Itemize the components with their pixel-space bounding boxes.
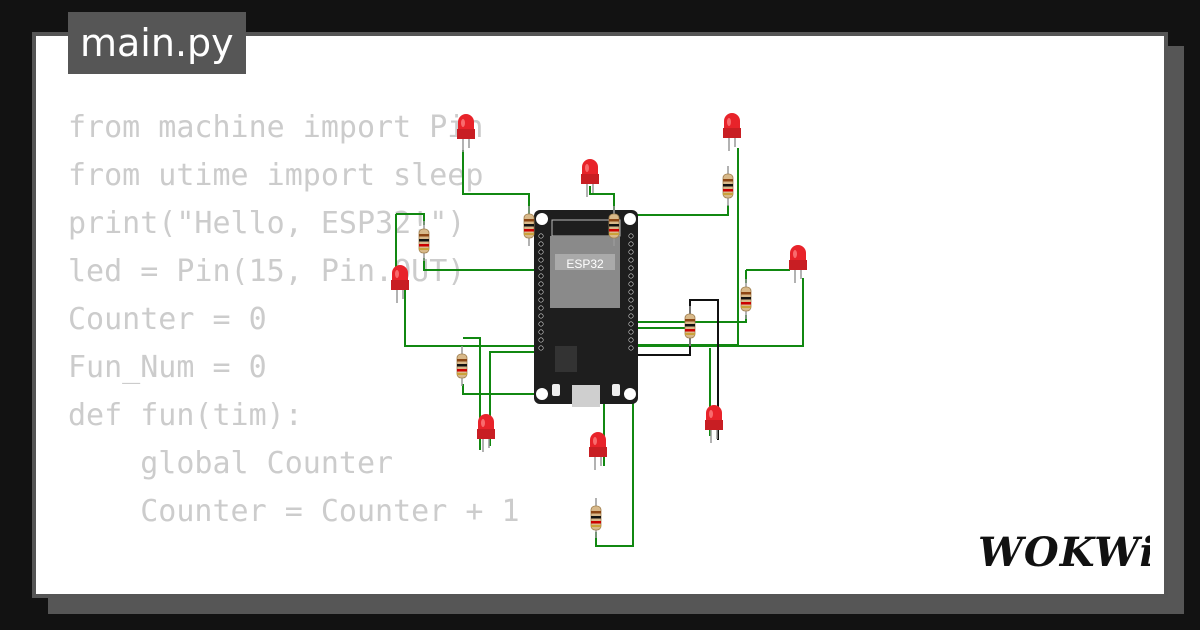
wire (463, 337, 481, 450)
resistor (590, 497, 602, 539)
logo-text: WOKWi (978, 529, 1150, 576)
wire (396, 213, 425, 225)
code-line: from machine import Pin (68, 110, 484, 145)
wires-black (635, 299, 719, 440)
led-red (390, 264, 410, 304)
resistor (740, 278, 752, 320)
wokwi-logo-icon[interactable]: WOKWi (978, 528, 1150, 576)
code-line: def fun(tim): (68, 398, 303, 433)
led-red (788, 244, 808, 284)
resistor (684, 305, 696, 347)
code-line: Counter = Counter + 1 (68, 494, 520, 529)
resistor (523, 205, 535, 247)
wire (634, 205, 729, 216)
code-line: print("Hello, ESP32!") (68, 206, 466, 241)
wire (395, 214, 397, 276)
led-red (704, 404, 724, 444)
wire (589, 186, 615, 215)
resistor (722, 165, 734, 207)
led-red (456, 113, 476, 153)
code-line: global Counter (68, 446, 394, 481)
wire (635, 327, 691, 340)
led-red (722, 112, 742, 152)
board-label: ESP32 (566, 257, 604, 271)
resistor (418, 220, 430, 262)
wire (595, 395, 634, 547)
code-line: Counter = 0 (68, 302, 267, 337)
wire (635, 299, 719, 440)
wire (462, 150, 530, 215)
code-line: from utime import sleep (68, 158, 484, 193)
file-tab[interactable]: main.py (68, 12, 246, 74)
esp32-board: ESP32 (534, 210, 638, 407)
resistor (456, 345, 468, 387)
code-line: Fun_Num = 0 (68, 350, 267, 385)
